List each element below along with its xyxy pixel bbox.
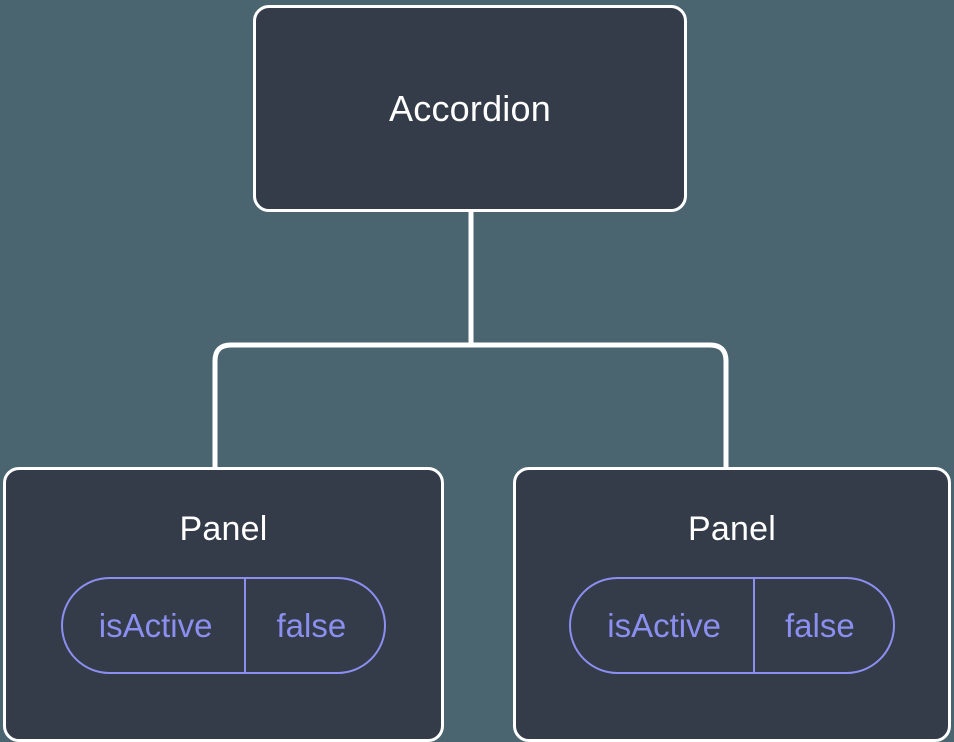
prop-key-label: isActive bbox=[63, 579, 247, 672]
prop-value-label: false bbox=[276, 607, 347, 644]
node-accordion-title: Accordion bbox=[389, 87, 551, 129]
node-panel-2[interactable]: Panel isActive false bbox=[513, 467, 951, 742]
node-panel-2-title: Panel bbox=[688, 510, 776, 548]
connector-bus-right bbox=[471, 342, 729, 470]
prop-value-label: false bbox=[784, 607, 855, 644]
node-accordion[interactable]: Accordion bbox=[253, 5, 687, 212]
prop-badge-isactive-1[interactable]: isActive false bbox=[60, 577, 387, 674]
node-panel-1-title: Panel bbox=[179, 510, 268, 548]
node-panel-1[interactable]: Panel isActive false bbox=[3, 467, 444, 742]
prop-badge-isactive-2[interactable]: isActive false bbox=[569, 577, 895, 674]
prop-key-label: isActive bbox=[571, 579, 755, 672]
connector-bus-left bbox=[212, 342, 471, 470]
